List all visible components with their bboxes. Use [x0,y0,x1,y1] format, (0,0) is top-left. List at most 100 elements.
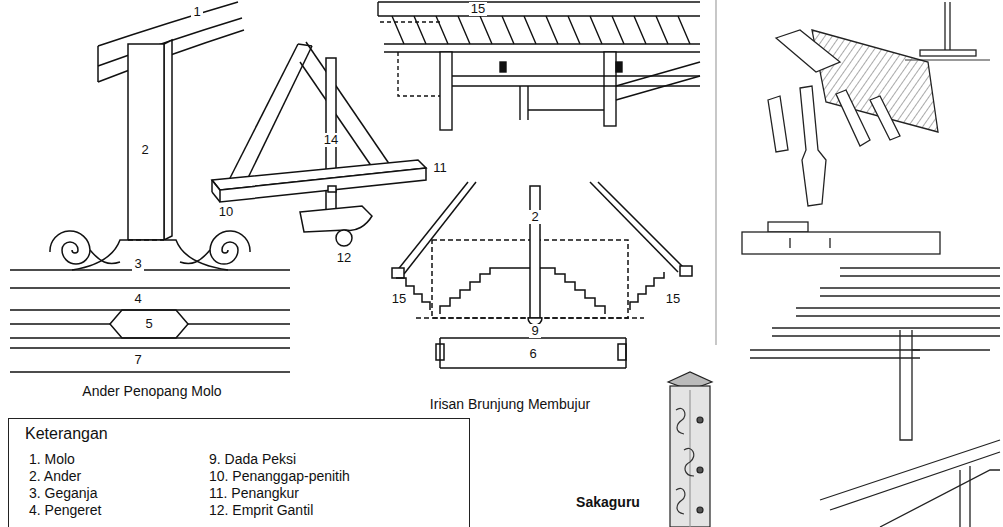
detail-sketches-part [820,440,1000,500]
detail-sketches-part [750,357,920,358]
section-figure-part [439,338,441,368]
rafter-figure-part [452,75,700,76]
rafter-figure-part [384,43,700,44]
truss-figure-part [220,168,426,202]
ander-figure-part [50,231,90,264]
rafter-figure-part [616,62,622,72]
legend-item: 11. Penangkur [209,485,299,501]
figure-caption: Irisan Brunjung Membujur [428,397,592,412]
section-figure-part [630,272,664,310]
detail-sketches-part [900,330,912,440]
detail-sketches-part [840,275,1000,276]
callout-number: 1 [191,5,202,19]
rafter-figure-part [398,52,440,96]
detail-sketches-part [820,295,1000,296]
detail-sketches-part [836,90,870,146]
detail-sketches-part [715,0,716,345]
rafter-figure-part [616,76,700,100]
column-figure-part [697,507,703,513]
rafter-figure-part [528,109,604,110]
detail-sketches-part [768,222,808,232]
ander-figure-part [10,371,290,373]
legend-item: 4. Pengeret [29,502,101,518]
detail-sketches-part [812,30,938,132]
detail-sketches-part [790,238,830,248]
truss-figure-part [298,44,312,46]
legend-item: 3. Geganja [29,485,98,501]
callout-number: 11 [431,161,449,175]
rafter-figure-part [378,15,700,16]
ander-figure-part [10,323,110,325]
detail-sketches-part [949,2,950,50]
section-figure-part [404,182,476,274]
detail-sketches-part [772,335,1000,336]
rafter-figure [378,2,700,130]
column-figure-part [697,467,703,473]
callout-number: 15 [390,292,408,306]
ander-figure-part [180,250,210,264]
ander-figure-part [10,269,290,271]
rafter-figure-part [616,62,700,86]
rafter-figure-part [604,52,616,126]
rafter-figure-part [384,51,700,52]
section-figure [392,182,692,368]
column-figure-part [697,417,703,423]
section-figure-part [392,268,404,278]
section-figure-part [598,182,686,270]
legend-item: 2. Ander [29,468,81,484]
truss-figure-part [228,44,298,182]
truss-figure-part [211,180,213,192]
legend-heading: Keterangan [25,425,108,443]
callout-number: 5 [143,317,154,331]
detail-sketches-part [772,327,1000,328]
column-figure-part [676,408,694,514]
rafter-figure-part [527,86,528,120]
detail-sketches-part [960,466,970,527]
detail-sketches [716,0,1000,527]
detail-sketches-part [768,96,788,152]
section-figure-part [530,186,540,318]
ander-figure-part [10,347,290,349]
detail-sketches-part [830,452,1000,510]
ander-figure-part [10,287,290,289]
truss-figure-part [212,192,220,202]
rafter-figure-part [378,1,700,2]
truss-figure [212,42,426,246]
callout-number: 7 [132,353,143,367]
legend-item: 12. Emprit Gantil [209,502,313,518]
detail-sketches-part [750,349,920,350]
callout-number: 14 [322,133,340,147]
legend-item: 10. Penanggap-penitih [209,468,350,484]
legend-item: 1. Molo [29,451,75,467]
truss-figure-part [212,180,220,190]
truss-figure-part [328,186,336,192]
rafter-figure-part [500,62,506,72]
rafter-figure-part [392,16,690,44]
ander-figure-part [90,250,120,264]
ander-figure-part [128,44,164,240]
callout-number: 2 [529,210,540,224]
callout-number: 12 [335,251,353,265]
legend-box: Keterangan 1. Molo2. Ander3. Geganja4. Pe… [8,418,470,527]
callout-number: 9 [529,324,540,338]
detail-sketches-part [920,50,976,56]
section-figure-part [440,268,605,314]
detail-sketches-part [820,287,1000,288]
legend-item: 9. Dada Peksi [209,451,296,467]
rafter-figure-part [440,52,452,130]
detail-sketches-part [840,267,1000,268]
ander-figure-part [97,46,99,82]
section-figure-part [625,338,627,368]
column-figure [668,372,712,527]
column-figure-part [689,390,690,527]
ander-figure-part [72,240,228,270]
ander-figure-part [164,40,172,240]
rafter-figure-part [519,86,520,120]
detail-sketches-part [912,349,990,350]
detail-sketches-part [796,307,1000,308]
section-figure-part [590,182,678,272]
detail-sketches-part [742,232,940,254]
ander-figure-part [128,239,164,241]
detail-sketches-part [870,96,900,140]
